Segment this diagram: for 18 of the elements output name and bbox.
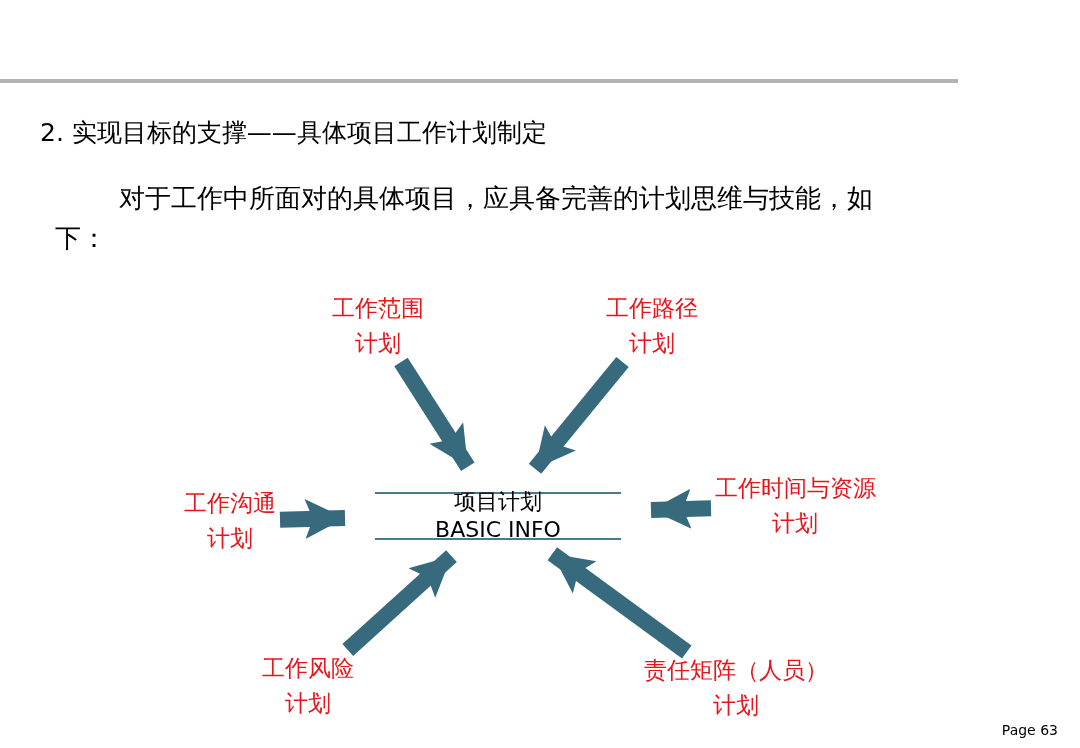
plan-label: 工作时间与资源计划 [711,470,879,542]
title: 2. 实现目标的支撑——具体项目工作计划制定 [40,117,547,149]
plan-label: 责任矩阵（人员）计划 [640,652,832,724]
center-text: 项目计划 [454,488,542,516]
page-number: Page 63 [1001,722,1058,738]
plan-label: 工作范围计划 [328,290,428,362]
block-arrow [547,547,692,659]
intro-paragraph: 对于工作中所面对的具体项目，应具备完善的计划思维与技能，如下： [55,182,874,255]
plan-label: 工作路径计划 [602,290,702,362]
center-box [375,492,621,540]
block-arrow [394,357,475,471]
block-arrow [650,488,712,529]
block-arrow [528,356,629,474]
plan-label: 工作沟通计划 [180,485,280,557]
block-arrow [279,499,346,540]
center-text: BASIC INFO [435,516,561,544]
plan-label: 工作风险计划 [258,650,358,722]
block-arrow [342,550,457,656]
